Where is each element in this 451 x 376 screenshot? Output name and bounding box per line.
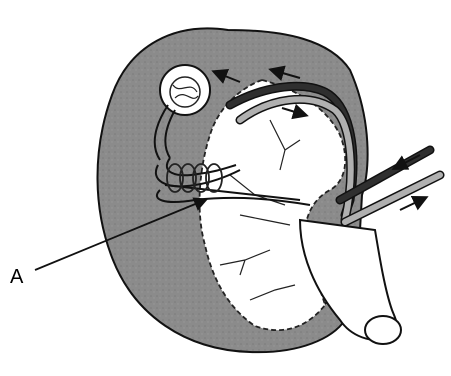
ureter-opening <box>365 316 401 344</box>
label-a: A <box>10 266 24 288</box>
